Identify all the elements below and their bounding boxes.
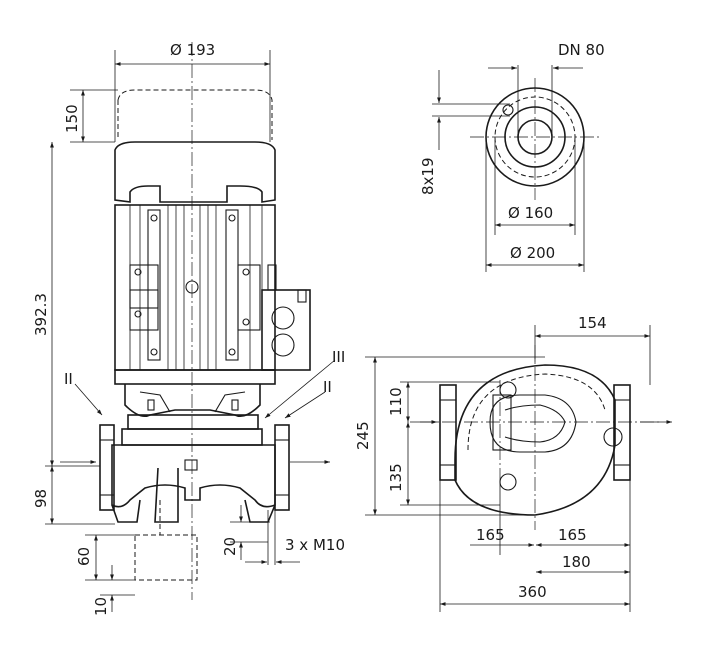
motor-offset-label: 154 (578, 314, 607, 332)
outlet-flange (274, 424, 290, 511)
mounting-plate-left (129, 264, 159, 331)
flange-diameter-label: Ø 200 (510, 244, 555, 262)
bolt-circle-label: Ø 160 (508, 204, 553, 222)
overall-height-label: 392.3 (32, 293, 50, 336)
flow-marker-left: II (64, 370, 73, 388)
fan-height-label: 150 (63, 104, 81, 133)
nominal-size-label: DN 80 (558, 41, 605, 59)
flange-view: DN 80 8x19 Ø 160 Ø 200 (419, 41, 605, 272)
bolt-circle (494, 96, 576, 178)
half-left-label: 165 (476, 526, 505, 544)
bolt-height-label: 20 (221, 537, 239, 556)
flange-height-label: 98 (32, 489, 50, 508)
side-view: Ø 193 150 392.3 98 60 10 20 3 x M10 II I… (32, 41, 345, 616)
cooling-fins (129, 205, 263, 370)
top-view: 154 245 110 135 165 165 180 360 (354, 314, 672, 612)
height-upper-label: 110 (387, 387, 405, 416)
terminal-box (261, 289, 311, 371)
half-right-label: 165 (558, 526, 587, 544)
right-offset-label: 180 (562, 553, 591, 571)
top-inlet-flange (439, 384, 457, 481)
mounting-plate-right (237, 264, 261, 331)
bolt-spec-label: 3 x M10 (285, 536, 345, 554)
terminal-marker: III (332, 348, 345, 366)
hole-spec-label: 8x19 (419, 157, 437, 195)
pump-volute (111, 444, 276, 508)
flange-outer-circle (485, 87, 585, 187)
base-gap-label: 10 (92, 597, 110, 616)
height-lower-label: 135 (387, 463, 405, 492)
motor-housing (114, 141, 276, 203)
foundation (134, 534, 198, 581)
lantern-adapter (124, 384, 261, 418)
motor-diameter-label: Ø 193 (170, 41, 215, 59)
total-length-label: 360 (518, 583, 547, 601)
motor-body (114, 204, 276, 371)
foundation-height-label: 60 (75, 547, 93, 566)
total-height-label: 245 (354, 421, 372, 450)
volute-casing (454, 364, 616, 516)
fan-cover-outline (117, 89, 273, 140)
top-outlet-flange (613, 384, 631, 481)
flow-marker-right: II (323, 378, 332, 396)
inlet-flange (99, 424, 115, 511)
